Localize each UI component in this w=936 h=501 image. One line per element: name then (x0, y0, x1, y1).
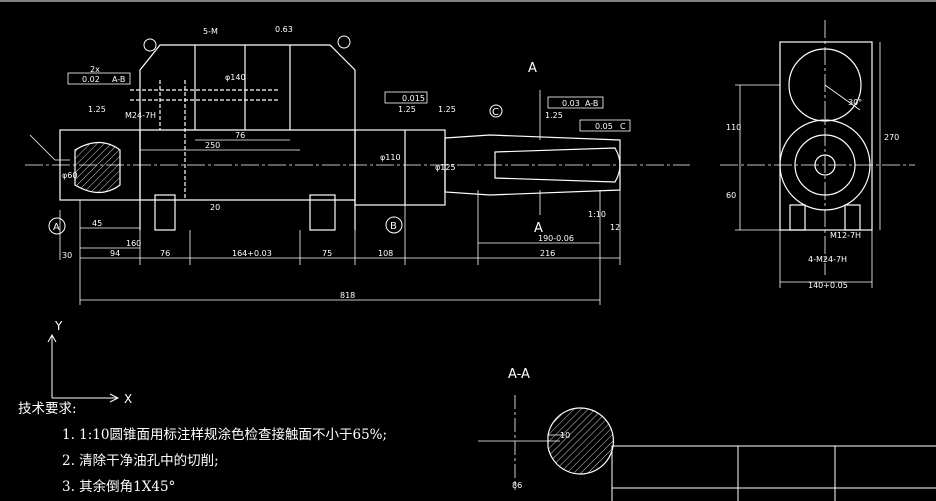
side-dim-m12: M12-7H (830, 231, 861, 240)
label-5m: 5-M (203, 27, 218, 36)
shaft-middle (354, 129, 446, 206)
notes-item-2: 2. 清除干净油孔中的切削; (62, 453, 219, 469)
label-phi125: φ125 (435, 163, 456, 172)
label-2x: 2x (90, 65, 100, 74)
section-aa (478, 395, 614, 490)
dim-20: 20 (210, 203, 220, 212)
roughness-125b: 1.25 (398, 105, 416, 114)
technical-requirements: 技术要求: 1. 1:10圆锥面用标注样规涂色检查接触面不小于65%; 2. 清… (18, 396, 438, 500)
shaft-main-view (25, 44, 690, 305)
dim-190: 190-0.06 (538, 234, 574, 243)
tol-value-3: 0.03 (562, 99, 580, 108)
section-dim-10: 10 (560, 431, 570, 440)
tol-value-4: 0.05 (595, 122, 613, 131)
side-dim-270: 270 (884, 133, 899, 142)
dim-75: 75 (322, 249, 332, 258)
datum-c: C (492, 107, 499, 118)
label-tol5: 1:10 (588, 210, 606, 219)
tol-frame-1 (67, 72, 131, 85)
datum-circle-c (489, 104, 503, 118)
label-phi60: φ60 (62, 171, 77, 180)
dim-164: 164+0.03 (232, 249, 272, 258)
dim-818: 818 (340, 291, 355, 300)
section-mark-top: A (528, 61, 537, 76)
notes-item-1: 1. 1:10圆锥面用标注样规涂色检查接触面不小于65%; (62, 427, 388, 443)
tol-ref-4: C (620, 122, 626, 131)
notes-title: 技术要求: (18, 401, 77, 417)
tol-value-1: 0.02 (82, 75, 100, 84)
tol-value-2: 0.015 (402, 94, 425, 103)
tol-ref-1: A-B (112, 75, 125, 84)
side-dim-140: 140+0.05 (808, 281, 848, 290)
tol-frame-4 (579, 119, 631, 132)
notes-item-3: 3. 其余倒角1X45° (62, 479, 176, 495)
label-m24: M24-7H (125, 111, 156, 120)
mark-circle-2 (337, 35, 351, 49)
axis-x-label: X (124, 392, 132, 406)
side-body (779, 41, 873, 231)
tol-ref-3: A-B (585, 99, 598, 108)
dim-216: 216 (540, 249, 555, 258)
dim-108: 108 (378, 249, 393, 258)
section-label: A-A (508, 367, 530, 382)
label-phi110: φ110 (380, 153, 401, 162)
label-phi140: φ140 (225, 73, 246, 82)
roughness-063: 0.63 (275, 25, 293, 34)
section-dim-86: 86 (512, 481, 522, 490)
datum-circle-b (385, 216, 403, 234)
roughness-125c: 1.25 (438, 105, 456, 114)
side-dim-110: 110 (726, 123, 741, 132)
dim-94: 94 (110, 249, 120, 258)
bearing-body (139, 44, 356, 230)
datum-b: B (390, 221, 397, 232)
keyway (494, 147, 621, 183)
ucs-icon (47, 333, 120, 403)
side-view (720, 20, 915, 288)
title-block[interactable] (611, 445, 936, 501)
dim-160: 160 (126, 239, 141, 248)
dim-250: 250 (205, 141, 220, 150)
left-end-hatch (74, 141, 121, 194)
side-dim-60: 60 (726, 191, 736, 200)
side-dim-30deg: 30° (848, 98, 862, 107)
section-mark-bottom: A (534, 221, 543, 236)
datum-circle-a (48, 217, 66, 235)
dim-12: 12 (610, 223, 620, 232)
side-dim-m24: 4-M24-7H (808, 255, 847, 264)
dim-76b: 76 (235, 131, 245, 140)
mark-circle-1 (143, 38, 157, 52)
dim-30: 30 (62, 251, 72, 260)
dim-76: 76 (160, 249, 170, 258)
axis-y-label: Y (54, 319, 63, 333)
datum-a: A (53, 222, 60, 233)
roughness-125a: 1.25 (88, 105, 106, 114)
dim-45: 45 (92, 219, 102, 228)
tol-frame-3 (547, 96, 604, 109)
roughness-125d: 1.25 (545, 111, 563, 120)
tol-frame-2 (384, 91, 428, 104)
